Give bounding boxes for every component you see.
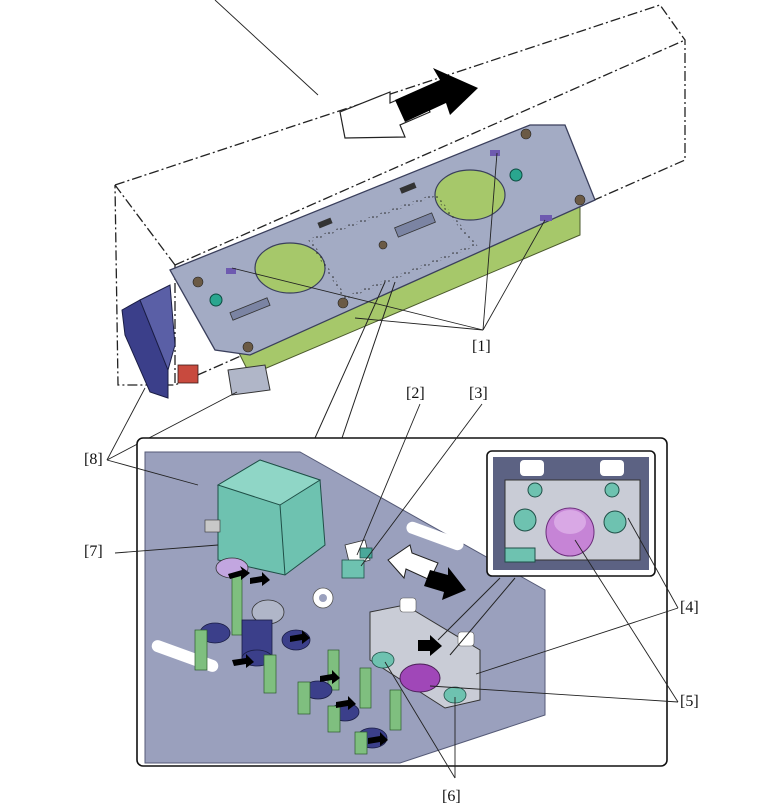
callout-label-1: [1] xyxy=(472,338,491,355)
phantom-enclosure-outline xyxy=(114,4,686,386)
detail-callout-lines xyxy=(314,281,396,439)
magnified-inset xyxy=(486,450,656,577)
leader-lines-6 xyxy=(384,661,456,779)
inner-callout-lines xyxy=(437,577,516,656)
callout-label-8: [8] xyxy=(84,451,103,468)
rotation-arrows xyxy=(228,566,388,746)
leader-lines-5 xyxy=(429,539,679,703)
callout-label-2: [2] xyxy=(406,385,425,402)
detail-direction-arrow xyxy=(387,544,466,600)
main-unit-assembly xyxy=(121,124,596,399)
leader-line-7 xyxy=(114,544,219,554)
detail-inset xyxy=(136,437,668,767)
callout-label-6: [6] xyxy=(442,788,461,805)
leader-lines-1 xyxy=(231,152,546,331)
leader-lines-8 xyxy=(106,387,238,461)
motor-7 xyxy=(204,459,326,579)
leader-lines-4 xyxy=(475,517,679,675)
sensor-bracket-4 xyxy=(369,597,481,709)
slide-direction-arrow xyxy=(339,68,478,139)
callout-label-7: [7] xyxy=(84,543,103,560)
callout-label-5: [5] xyxy=(680,693,699,710)
leader-lines-8-inset xyxy=(106,459,199,486)
callout-label-4: [4] xyxy=(680,599,699,616)
leader-lines-2-3 xyxy=(356,403,483,567)
callout-label-3: [3] xyxy=(469,385,488,402)
leader-line-top xyxy=(214,0,319,96)
